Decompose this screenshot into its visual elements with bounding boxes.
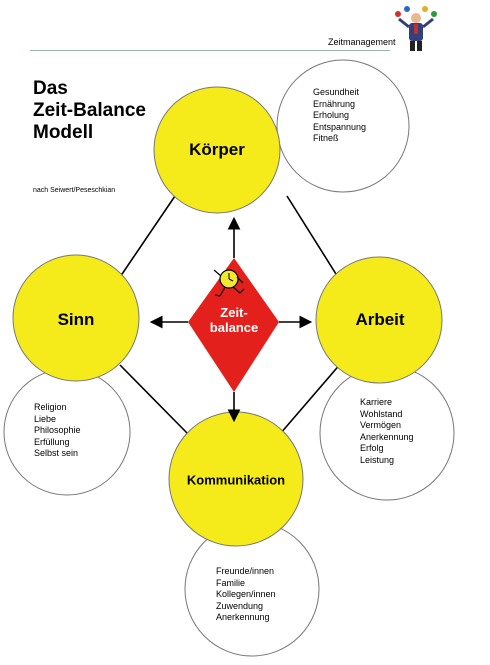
- source-note: nach Seiwert/Peseschkian: [33, 187, 116, 194]
- list-item: Religion: [34, 402, 67, 412]
- header-divider: [30, 50, 390, 51]
- list-item: Karriere: [360, 397, 393, 407]
- list-item: Ernährung: [313, 98, 356, 109]
- sinn-node: [12, 254, 140, 382]
- koerper-node: [153, 86, 281, 214]
- kommunikation-aspect-list: Freunde/innen Familie Kollegen/innen Zuw…: [216, 566, 276, 624]
- list-item: Philosophie: [34, 425, 81, 435]
- list-item: Familie: [216, 577, 246, 588]
- list-item: Liebe: [34, 413, 57, 424]
- arbeit-label: Arbeit: [355, 310, 405, 329]
- list-item: Wohlstand: [360, 408, 403, 419]
- list-item: Zuwendung: [216, 600, 264, 611]
- list-item: Gesundheit: [313, 87, 360, 97]
- title-line: Das: [33, 78, 68, 99]
- koerper-aspects-circle: [276, 59, 410, 193]
- sinn-aspect-list: Religion Liebe Philosophie Erfüllung Sel…: [34, 402, 81, 460]
- connector-line: [286, 195, 342, 283]
- arbeit-aspect-list: Karriere Wohlstand Vermögen Anerkennung …: [360, 397, 414, 466]
- connector-line: [279, 361, 343, 435]
- center-label-line: balance: [209, 320, 259, 335]
- connector-line: [117, 195, 176, 281]
- kommunikation-label: Kommunikation: [186, 472, 286, 488]
- list-item: Fitneß: [313, 133, 339, 143]
- zeitbalance-diamond: [188, 258, 279, 392]
- list-item: Anerkennung: [360, 431, 414, 442]
- connector-line: [119, 364, 189, 435]
- list-item: Erfolg: [360, 443, 384, 453]
- list-item: Anerkennung: [216, 612, 270, 622]
- list-item: Freunde/innen: [216, 566, 275, 576]
- page-title: Das Zeit-Balance Modell: [33, 78, 146, 144]
- koerper-aspect-list: Gesundheit Ernährung Erholung Entspannun…: [313, 87, 366, 145]
- running-clock-icon: [213, 269, 245, 297]
- zeitbalance-label: Zeit- balance: [210, 305, 258, 335]
- arbeit-node: [315, 256, 443, 384]
- list-item: Leistung: [360, 454, 395, 465]
- center-label-line: Zeit-: [220, 305, 248, 320]
- list-item: Erfüllung: [34, 436, 70, 447]
- title-line: Zeit-Balance: [33, 100, 146, 121]
- sinn-label: Sinn: [57, 310, 95, 329]
- list-item: Entspannung: [313, 121, 367, 132]
- header-label: Zeitmanagement: [328, 37, 396, 47]
- koerper-label: Körper: [189, 140, 245, 159]
- juggler-icon: [395, 6, 437, 51]
- list-item: Vermögen: [360, 420, 402, 430]
- list-item: Erholung: [313, 110, 350, 120]
- list-item: Kollegen/innen: [216, 589, 276, 599]
- list-item: Selbst sein: [34, 448, 79, 458]
- title-line: Modell: [33, 122, 94, 143]
